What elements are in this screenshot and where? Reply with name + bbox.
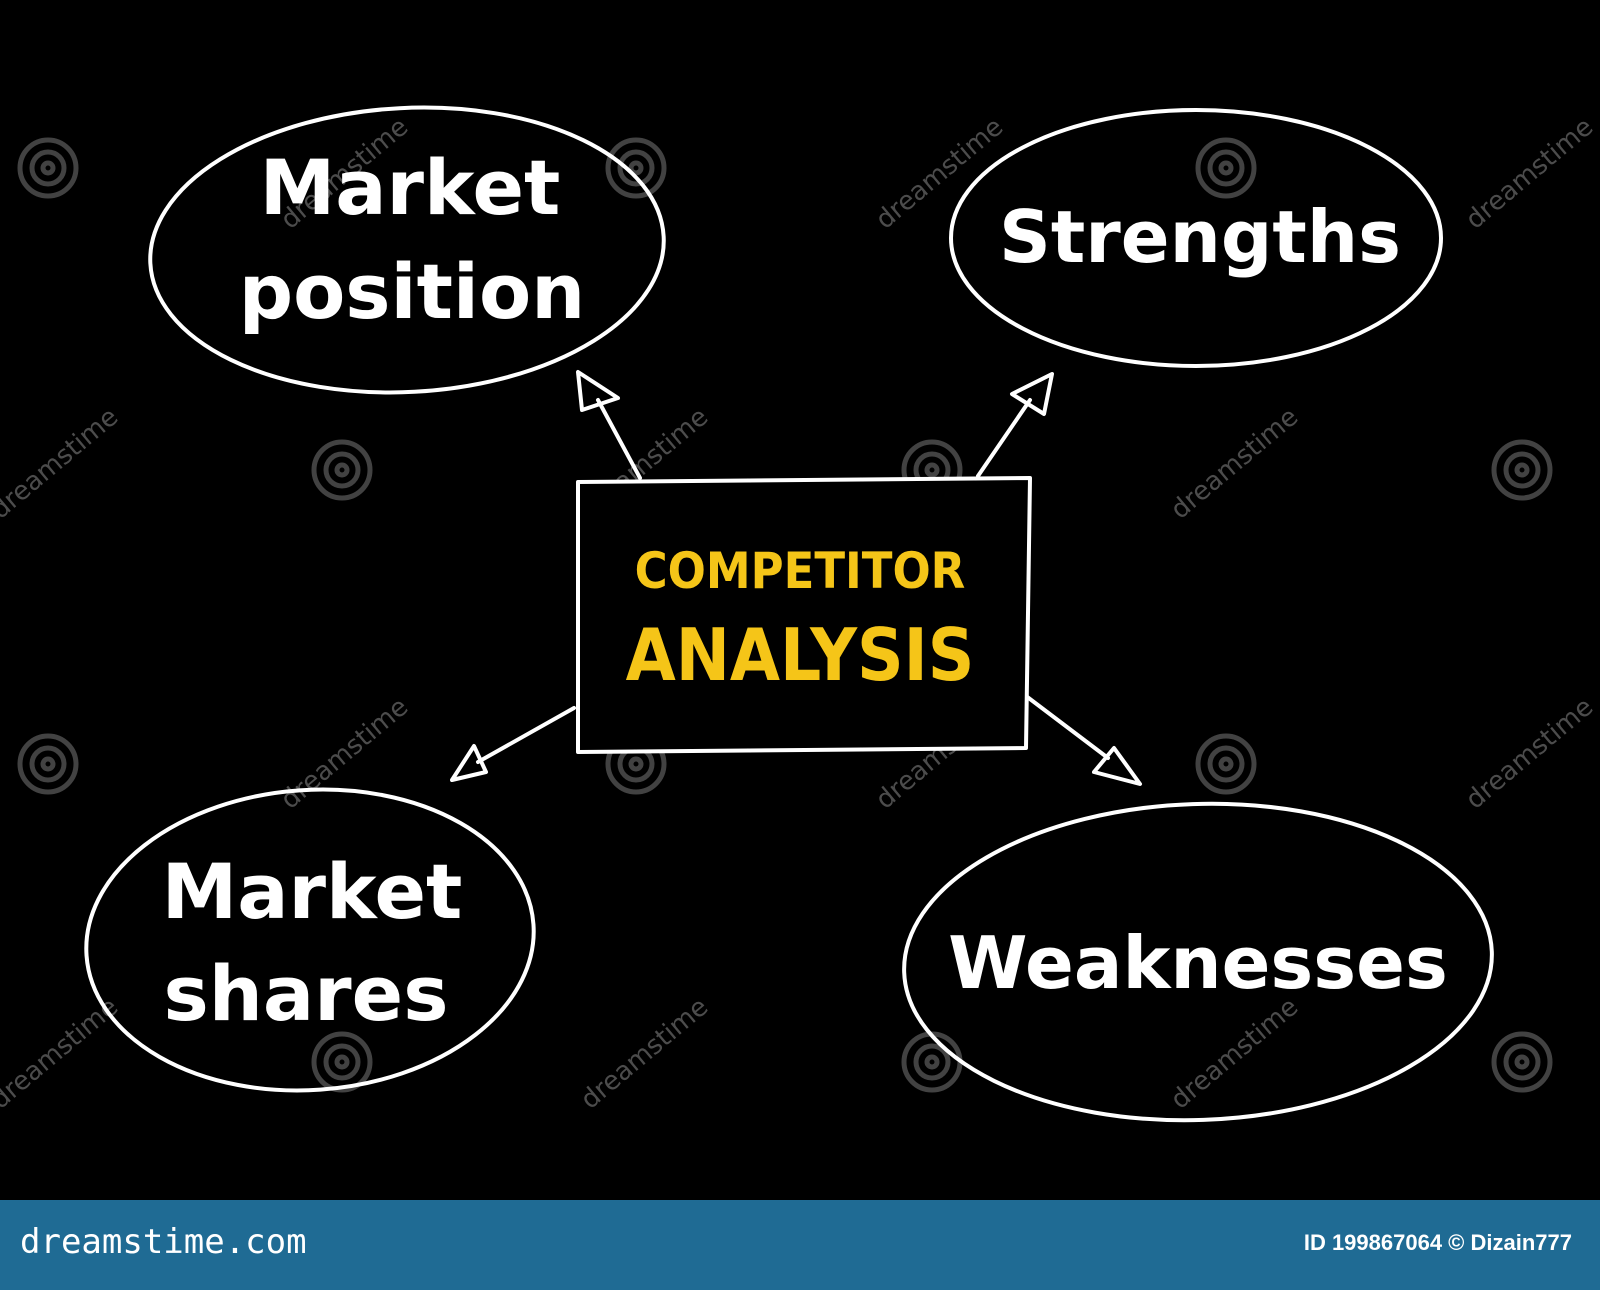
connector-line-bottom-left	[476, 706, 576, 764]
node-label-line2: shares	[164, 949, 449, 1038]
watermark-text: dreamstime	[1165, 402, 1304, 525]
arrowhead-icon	[1092, 746, 1142, 786]
footer-brand-logo: dreamstime.com	[20, 1222, 307, 1262]
arrowhead-icon	[576, 370, 620, 412]
connectors	[450, 370, 1142, 786]
watermark-spiral-icon	[901, 1031, 963, 1093]
center-node: COMPETITOR ANALYSIS	[576, 476, 1032, 754]
watermark-text: dreamstime	[575, 992, 714, 1115]
node-ellipse	[148, 105, 666, 395]
watermark-spiral-icon	[1195, 137, 1257, 199]
arrowhead-icon	[450, 744, 488, 782]
watermark-spiral-icon	[17, 733, 79, 795]
node-label-line2: position	[239, 247, 586, 336]
arrowhead-icon	[1010, 372, 1054, 416]
watermark-spiral-icon	[605, 137, 667, 199]
center-title-line1: COMPETITOR	[635, 542, 966, 600]
center-title-line2: ANALYSIS	[626, 613, 975, 697]
center-box	[576, 476, 1032, 754]
chalkboard-background: dreamstime dreamstime dreamstime dreamst…	[0, 105, 1600, 1123]
watermark-spiral-icon	[311, 439, 373, 501]
node-strengths: Strengths	[949, 108, 1443, 368]
watermark-text: dreamstime	[1460, 112, 1599, 235]
node-ellipse	[949, 108, 1443, 368]
watermark-spiral-icon	[311, 1031, 373, 1093]
footer-credit: ID 199867064 © Dizain777	[1303, 1230, 1572, 1255]
watermark-text: dreamstime	[0, 402, 124, 525]
node-ellipse	[84, 787, 536, 1093]
node-market-position: Market position	[148, 105, 666, 395]
node-market-shares: Market shares	[84, 787, 536, 1093]
node-weaknesses: Weaknesses	[902, 801, 1494, 1123]
connector-line-top-left	[596, 398, 642, 480]
watermark-spiral-icon	[1491, 1031, 1553, 1093]
watermark-text: dreamstime	[1460, 692, 1599, 815]
watermark-spiral-icon	[1195, 733, 1257, 795]
stock-footer-bar: dreamstime.com ID 199867064 © Dizain777	[0, 1200, 1600, 1290]
node-label-line1: Market	[162, 847, 463, 936]
node-label-line1: Weaknesses	[948, 921, 1448, 1005]
node-label-line1: Market	[260, 143, 561, 232]
node-ellipse	[902, 801, 1494, 1123]
watermark-spiral-icon	[1491, 439, 1553, 501]
watermark-text: dreamstime	[870, 112, 1009, 235]
watermark-text: dreamstime	[1165, 992, 1304, 1115]
connector-line-top-right	[976, 398, 1032, 478]
watermark-spiral-icon	[17, 137, 79, 199]
connector-line-bottom-right	[1024, 694, 1110, 760]
mind-map-diagram: dreamstime dreamstime dreamstime dreamst…	[0, 105, 1599, 1123]
node-label-line1: Strengths	[999, 195, 1401, 279]
